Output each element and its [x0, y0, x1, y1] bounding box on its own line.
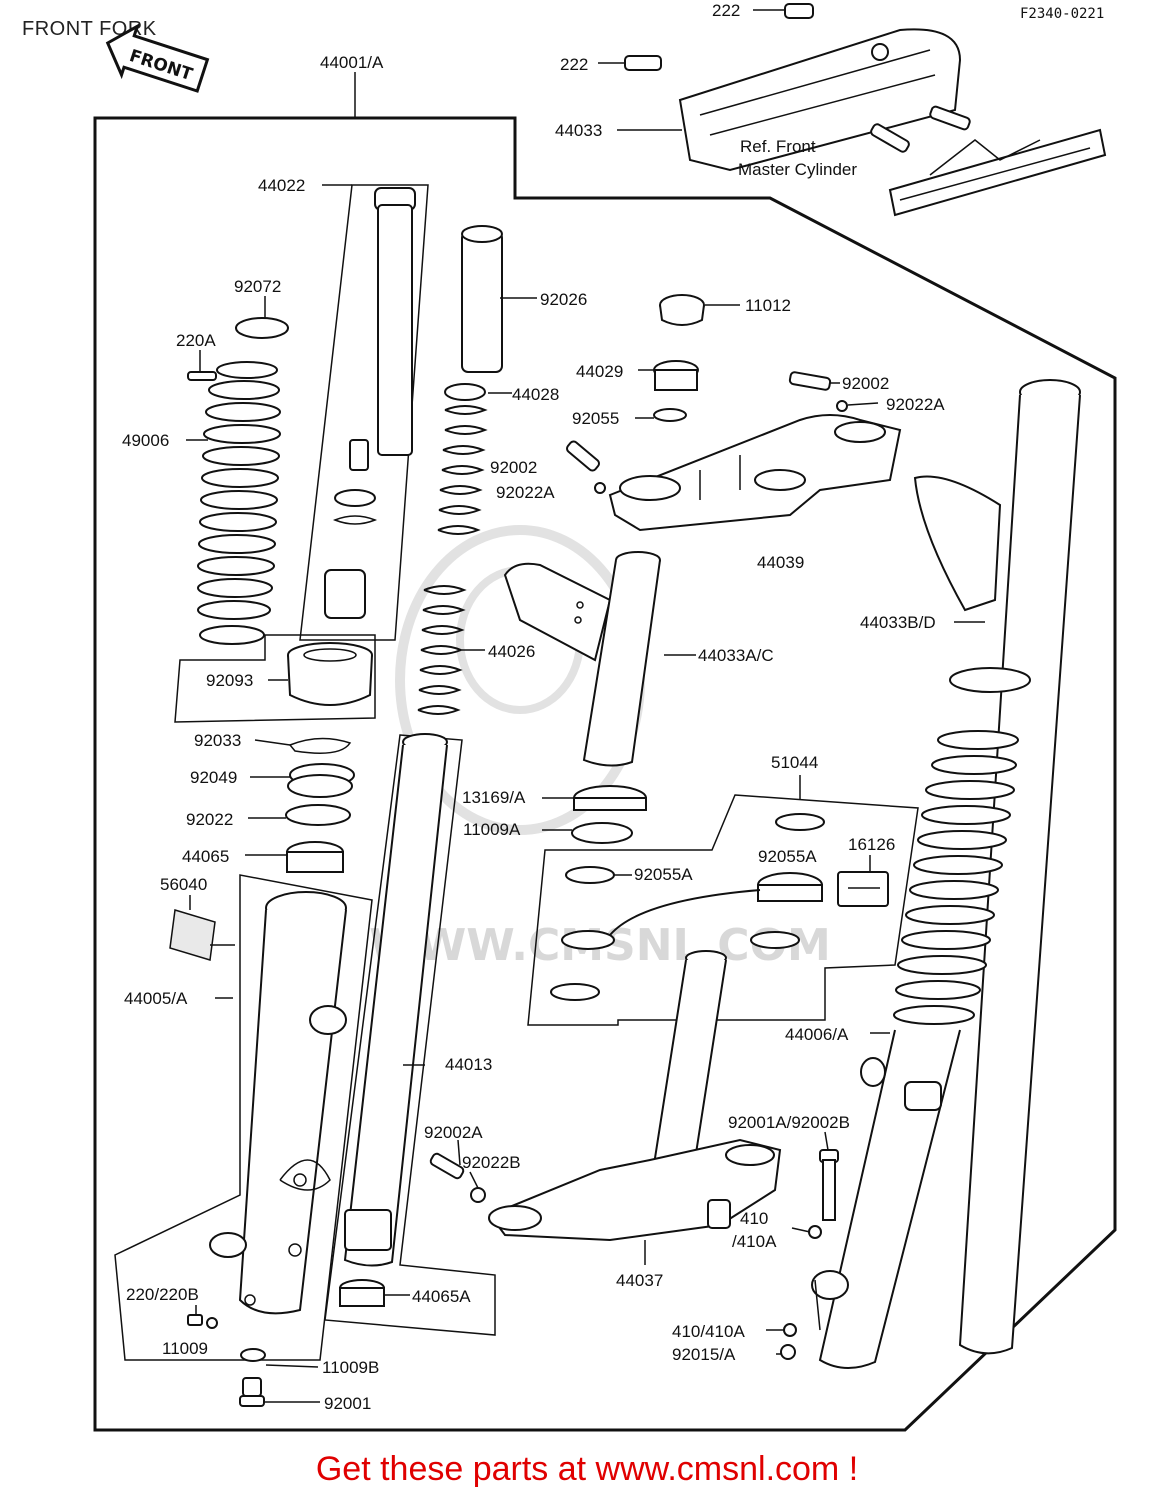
- oil-seal-92093: [287, 642, 373, 706]
- part-label: /410A: [732, 1232, 777, 1251]
- part-label: 44022: [258, 176, 305, 195]
- front-arrow-badge: FRONT: [105, 23, 210, 93]
- part-label: 56040: [160, 875, 207, 894]
- part-label: 92093: [206, 671, 253, 690]
- part-label: 44013: [445, 1055, 492, 1074]
- inner-tube-44013: [324, 733, 496, 1336]
- part-label: 44039: [757, 553, 804, 572]
- master-cylinder-clamp: [870, 105, 1107, 217]
- part-label: 49006: [122, 431, 169, 450]
- part-label: 44033B/D: [860, 613, 936, 632]
- bolt-92002-upper: [565, 371, 848, 494]
- part-label: 220A: [176, 331, 216, 350]
- right-fork-assembly: [780, 379, 1081, 1369]
- part-label: 92049: [190, 768, 237, 787]
- headlight-bracket-44033AC: [503, 551, 661, 767]
- part-label: 92055A: [634, 865, 693, 884]
- part-label: 92072: [234, 277, 281, 296]
- part-label: 44065A: [412, 1287, 471, 1306]
- top-cap-11012: [653, 294, 705, 422]
- dust-boot-right: [893, 730, 1019, 1025]
- seal-box-92093: [174, 634, 376, 723]
- part-label: 92002: [842, 374, 889, 393]
- part-label: 44029: [576, 362, 623, 381]
- part-label: 51044: [771, 753, 818, 772]
- part-label: 11009A: [463, 820, 521, 839]
- drawing-id: F2340-0221: [1020, 6, 1104, 22]
- part-label: 92001A/92002B: [728, 1113, 850, 1132]
- seal-stack-left: [285, 737, 355, 873]
- footer-promo-text: Get these parts at www.cmsnl.com !: [315, 1450, 859, 1488]
- leader-lines: [186, 9, 985, 1403]
- part-label: 92022A: [886, 395, 945, 414]
- part-label: 11009: [162, 1339, 208, 1358]
- upper-bracket-44039: [608, 414, 902, 532]
- part-label: 92015/A: [672, 1345, 736, 1364]
- part-label: 410: [740, 1209, 768, 1228]
- part-label: 44026: [488, 642, 535, 661]
- part-label: 92055: [572, 409, 619, 428]
- part-label: 11012: [745, 296, 791, 315]
- part-label: 44033: [555, 121, 602, 140]
- part-label: 44065: [182, 847, 229, 866]
- fork-spring-44026: [417, 225, 503, 715]
- part-label: 92033: [194, 731, 241, 750]
- part-label: 222: [560, 55, 588, 74]
- dust-boot-49006: [187, 317, 289, 645]
- part-label: 44005/A: [124, 989, 188, 1008]
- part-number-labels: 222 222 44033 44001/A 44022 92072 220A 4…: [122, 1, 945, 1413]
- reference-note-line1: Ref. Front: [740, 137, 816, 156]
- part-label: 222: [712, 1, 740, 20]
- part-label: 92026: [540, 290, 587, 309]
- part-label: 220/220B: [126, 1285, 199, 1304]
- bearing-13169A: [571, 785, 647, 844]
- bolt-92001A: [808, 1149, 839, 1239]
- caution-label-56040: [169, 909, 216, 961]
- assembly-outline: [93, 116, 1117, 1432]
- part-label: 44033A/C: [698, 646, 774, 665]
- drain-bolt-hardware: [187, 1314, 266, 1407]
- part-label: 16126: [848, 835, 895, 854]
- part-label: 44001/A: [320, 53, 384, 72]
- steering-stem-44037: [488, 950, 782, 1242]
- handlebar-holder-44033: [624, 3, 962, 172]
- steering-parts-box-51044: [527, 794, 919, 1026]
- part-label: 44006/A: [785, 1025, 849, 1044]
- fork-tube-44022: [299, 184, 429, 641]
- part-label: 92002: [490, 458, 537, 477]
- part-label: 44037: [616, 1271, 663, 1290]
- part-label: 44028: [512, 385, 559, 404]
- reference-note-line2: Master Cylinder: [738, 160, 857, 179]
- part-label: 92055A: [758, 847, 817, 866]
- part-label: 92022B: [462, 1153, 521, 1172]
- part-label: 410/410A: [672, 1322, 745, 1341]
- part-label: 11009B: [322, 1358, 379, 1377]
- part-label: 13169/A: [462, 788, 526, 807]
- part-label: 92022A: [496, 483, 555, 502]
- part-label: 92001: [324, 1394, 371, 1413]
- fork-outer-tube-44005: [114, 874, 373, 1361]
- lock-ring-16126: [550, 813, 889, 1001]
- part-label: 92002A: [424, 1123, 483, 1142]
- part-label: 92022: [186, 810, 233, 829]
